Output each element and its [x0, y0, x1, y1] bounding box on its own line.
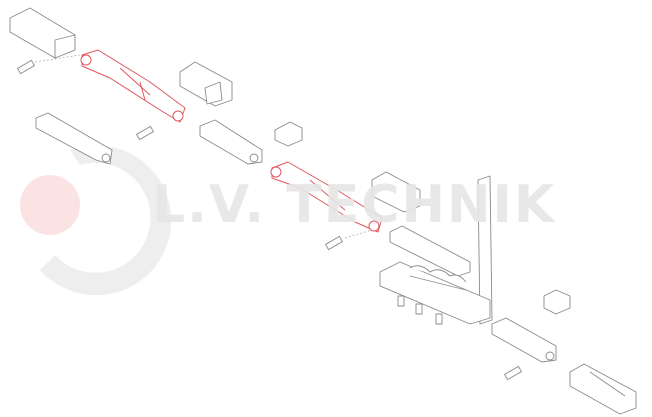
- watermark-logo: [20, 145, 172, 296]
- arm-middle: [199, 119, 263, 165]
- arm-bottom-right: [491, 317, 557, 363]
- highlighted-arm-lower: [270, 161, 383, 233]
- hinge-frame: [379, 175, 493, 325]
- logo-dot: [20, 175, 80, 235]
- mounting-block: [179, 61, 233, 107]
- arm-left: [35, 112, 113, 165]
- screws: [397, 295, 443, 325]
- top-left-bracket: [9, 7, 76, 59]
- pin: [17, 59, 35, 75]
- small-clip: [543, 289, 571, 315]
- logo-arc: [40, 145, 172, 296]
- watermark-text: L.V. TECHNIK: [152, 175, 556, 235]
- bottom-bracket: [569, 363, 637, 415]
- mounting-block-right: [371, 171, 421, 213]
- pin: [504, 365, 522, 381]
- pin: [325, 235, 343, 251]
- highlighted-arm-upper: [80, 49, 186, 123]
- pin: [136, 125, 154, 141]
- clip: [274, 121, 303, 147]
